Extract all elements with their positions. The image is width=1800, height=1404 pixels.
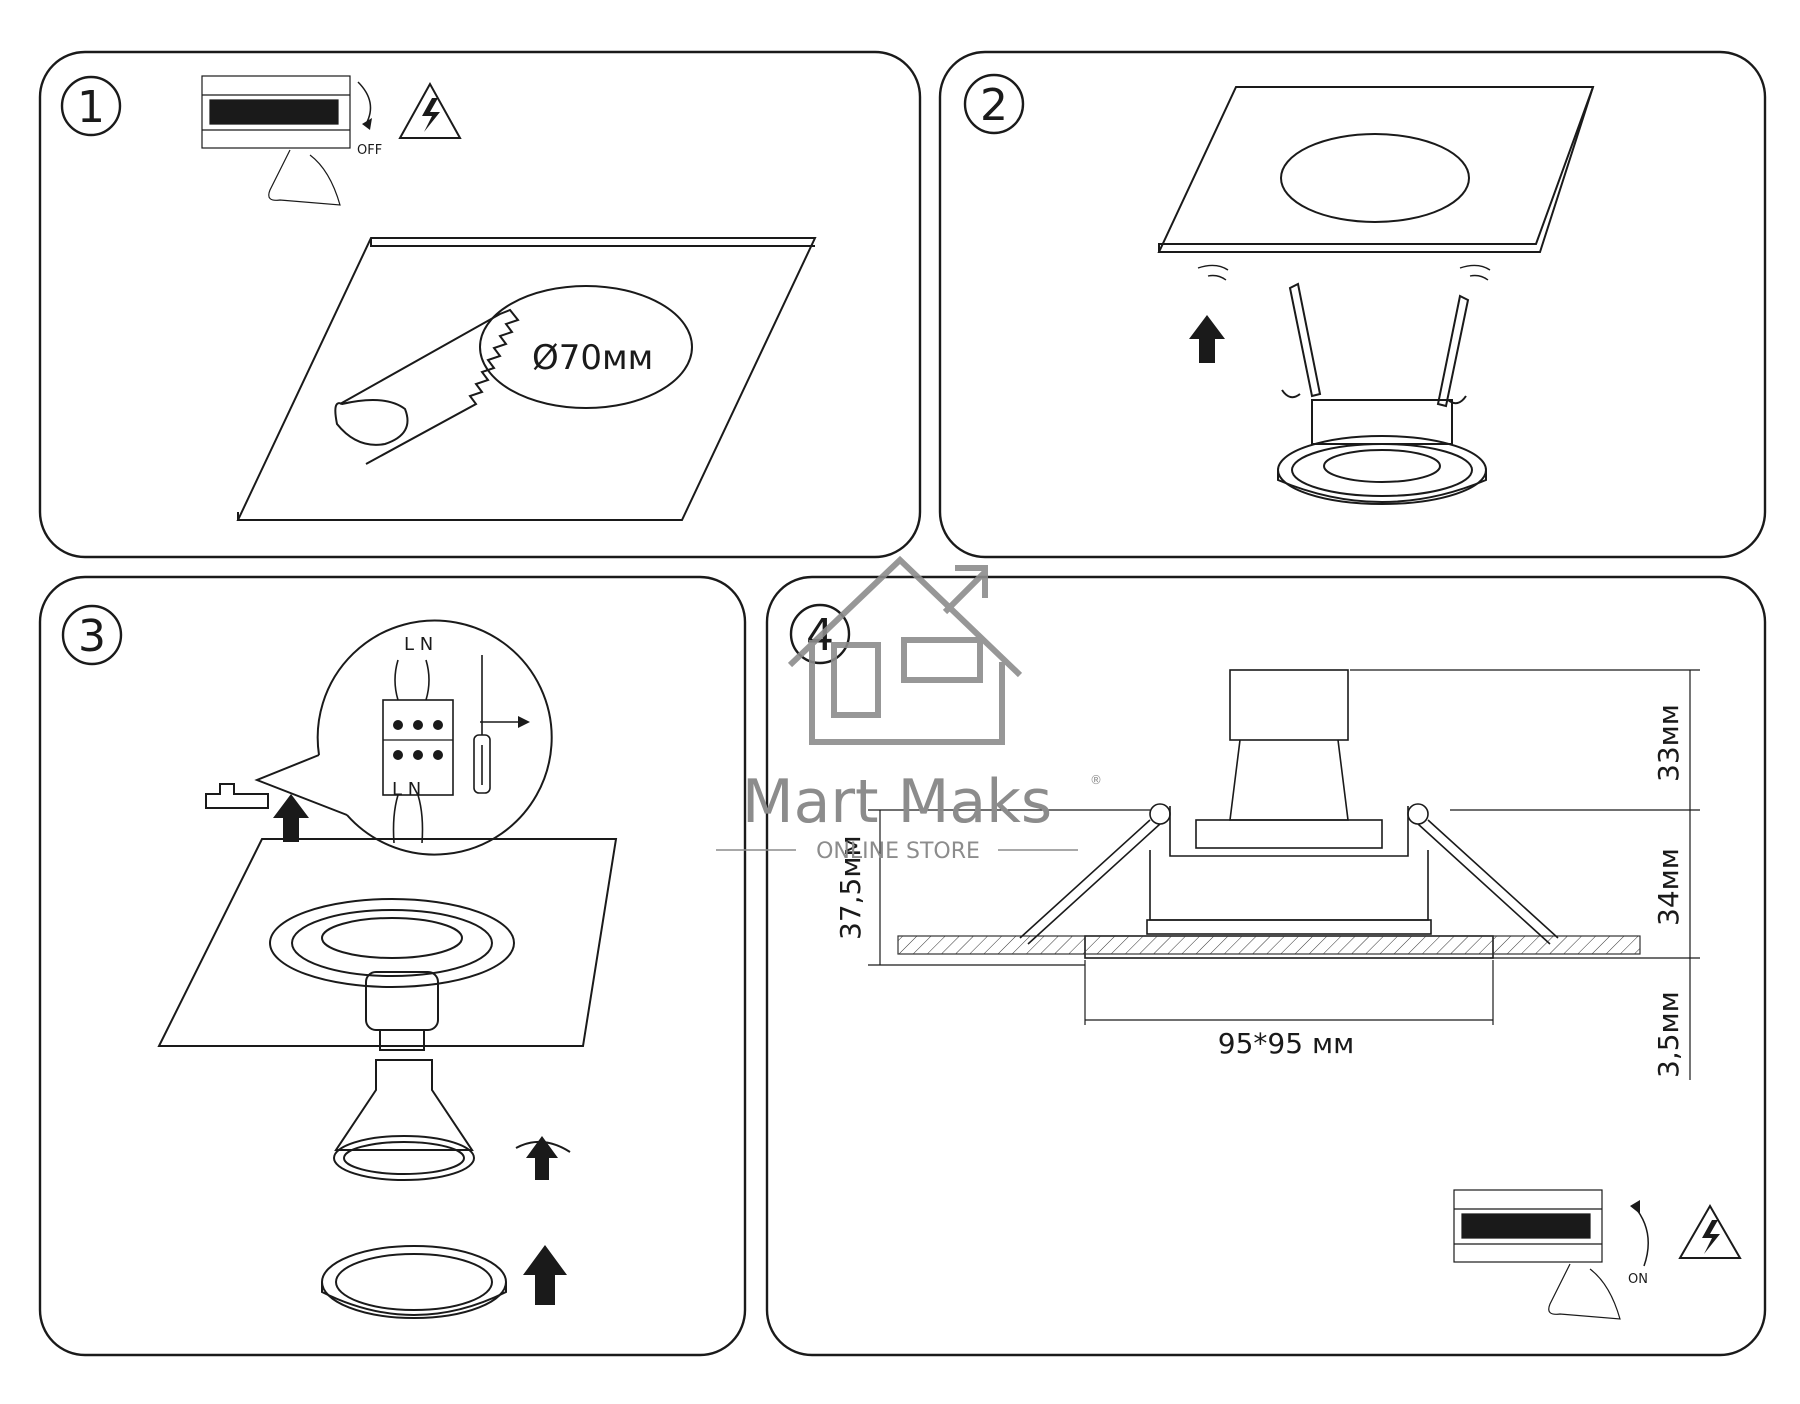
watermark [787, 555, 1023, 745]
ceiling-plate-1 [236, 237, 817, 521]
step-1-badge [60, 75, 122, 137]
high-voltage-icon-4 [1678, 1203, 1742, 1259]
ceiling-plate-3 [157, 838, 618, 1047]
dimension-lines [868, 669, 1700, 1080]
push-up-arrow-icon-3a [273, 794, 309, 842]
watermark-brand: Mart Maks [742, 767, 1052, 837]
dim-spring-height: 37,5мм [834, 835, 867, 940]
panel-step-4 [765, 575, 1767, 1357]
dim-frame-size: 95*95 мм [1218, 1027, 1354, 1060]
push-up-arrow-icon-3b [523, 1245, 567, 1305]
panel-step-3 [38, 575, 747, 1357]
hole-saw-icon [334, 308, 520, 465]
breaker-box-on [1453, 1189, 1621, 1320]
panel-step-2 [938, 50, 1767, 559]
breaker-box-off [201, 75, 351, 206]
step-2-number: 2 [980, 80, 1008, 131]
gu10-bulb [333, 1059, 475, 1181]
dim-mid-height: 34мм [1652, 848, 1685, 926]
spring-clips [1019, 803, 1559, 945]
step-3-number: 3 [78, 611, 106, 662]
step-1-number: 1 [77, 82, 105, 133]
hole-diameter-label: Ø70мм [532, 338, 653, 378]
watermark-registered: ® [1090, 773, 1102, 787]
wire-bottom-label: L N [392, 779, 421, 800]
switch-off-arrow-icon [357, 81, 372, 125]
fixture-cross-section [1084, 669, 1494, 959]
house-logo-icon [787, 555, 1023, 745]
terminal-zoom-bubble [254, 619, 553, 856]
step-2-badge [963, 73, 1025, 135]
connector-icon [205, 783, 269, 809]
step-3-badge [61, 604, 123, 666]
watermark-tagline: ONLINE STORE [816, 839, 980, 864]
dim-top-height: 33мм [1652, 704, 1685, 782]
push-up-arrow-icon [1189, 315, 1225, 363]
twist-up-arrow-icon [515, 1136, 571, 1180]
decorative-ring [321, 1245, 507, 1319]
high-voltage-icon [398, 81, 462, 139]
panel-step-1 [38, 50, 922, 559]
switch-off-label: OFF [357, 143, 382, 158]
switch-on-arrow-icon [1633, 1205, 1649, 1267]
ceiling-hatch [897, 935, 1641, 955]
growth-arrow-icon [942, 565, 988, 615]
step-4-badge [789, 603, 851, 665]
lamp-holder [365, 971, 439, 1051]
screwdriver-icon [473, 655, 491, 794]
dim-bottom-height: 3,5мм [1652, 991, 1685, 1078]
switch-on-label: ON [1628, 1272, 1648, 1287]
spot-fitting-springs [1281, 282, 1470, 408]
wire-top-label: L N [404, 634, 433, 655]
vibration-marks [1197, 264, 1491, 281]
ceiling-plate-2 [1157, 86, 1595, 253]
spot-fitting-body [1277, 399, 1487, 505]
